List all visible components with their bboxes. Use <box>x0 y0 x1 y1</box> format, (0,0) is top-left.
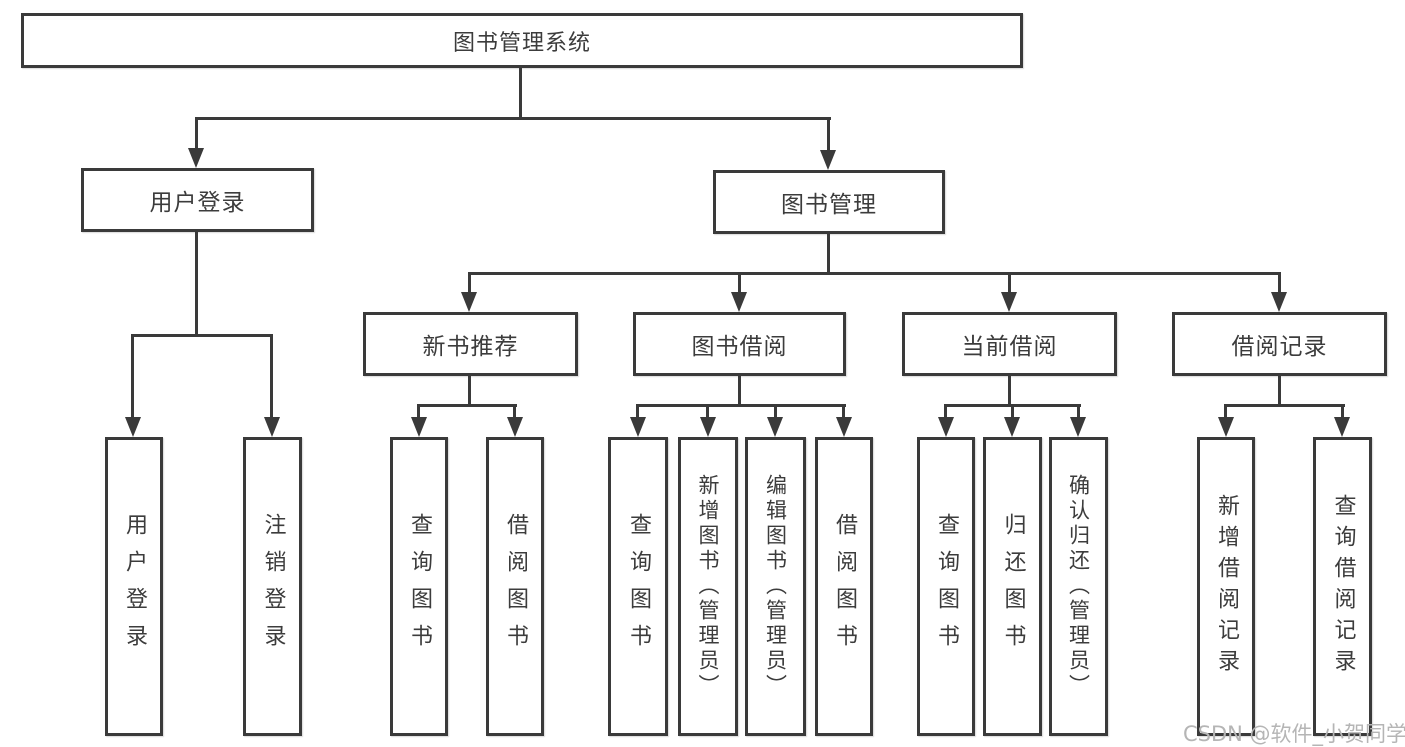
leaf-query-borrow-record: 查询借阅记录 <box>1313 437 1372 736</box>
node-library-system: 图书管理系统 <box>21 13 1023 68</box>
arrow-down-icon <box>461 292 477 312</box>
node-current-borrowing: 当前借阅 <box>902 312 1117 376</box>
leaf-query-books-recommend-label: 查询图书 <box>407 512 432 661</box>
leaf-confirm-return-admin: 确认归还（管理员） <box>1049 437 1108 736</box>
connector-line <box>468 376 471 407</box>
connector-line <box>468 272 1281 275</box>
node-book-borrowing: 图书借阅 <box>633 312 846 376</box>
arrow-down-icon <box>1218 417 1234 437</box>
leaf-query-books-recommend: 查询图书 <box>390 437 448 736</box>
arrow-down-icon <box>1001 292 1017 312</box>
leaf-borrow-books-borrowing-label: 借阅图书 <box>832 512 857 661</box>
connector-line <box>738 376 741 407</box>
connector-line <box>842 404 845 419</box>
leaf-edit-book-admin-label: 编辑图书（管理员） <box>763 474 788 699</box>
leaf-query-books-borrowing: 查询图书 <box>608 437 668 736</box>
connector-line <box>468 272 471 294</box>
connector-line <box>1224 404 1227 419</box>
arrow-down-icon <box>125 417 141 437</box>
connector-line <box>944 404 947 419</box>
leaf-add-borrow-record: 新增借阅记录 <box>1197 437 1255 736</box>
connector-line <box>827 234 830 275</box>
connector-line <box>417 404 420 419</box>
connector-line <box>1278 376 1281 407</box>
connector-line <box>131 334 134 419</box>
connector-line <box>827 117 830 152</box>
arrow-down-icon <box>1004 417 1020 437</box>
arrow-down-icon <box>411 417 427 437</box>
connector-line <box>706 404 709 419</box>
connector-line <box>1224 404 1345 407</box>
connector-line <box>1278 272 1281 294</box>
leaf-edit-book-admin: 编辑图书（管理员） <box>745 437 806 736</box>
node-borrowing-records: 借阅记录 <box>1172 312 1387 376</box>
leaf-add-book-admin: 新增图书（管理员） <box>678 437 738 736</box>
connector-line <box>417 404 517 407</box>
leaf-query-books-current: 查询图书 <box>917 437 975 736</box>
arrow-down-icon <box>188 148 204 168</box>
node-new-book-recommendation: 新书推荐 <box>363 312 578 376</box>
connector-line <box>636 404 639 419</box>
connector-line <box>1008 376 1011 407</box>
arrow-down-icon <box>820 150 836 170</box>
leaf-borrow-books-borrowing: 借阅图书 <box>815 437 873 736</box>
connector-line <box>738 272 741 294</box>
arrow-down-icon <box>767 417 783 437</box>
leaf-return-book-label: 归还图书 <box>1000 512 1026 661</box>
connector-line <box>1011 404 1014 419</box>
arrow-down-icon <box>700 417 716 437</box>
leaf-query-borrow-record-label: 查询借阅记录 <box>1330 493 1356 680</box>
arrow-down-icon <box>507 417 523 437</box>
node-user-login: 用户登录 <box>81 168 314 232</box>
connector-line <box>1341 404 1344 419</box>
leaf-logout: 注销登录 <box>243 437 302 736</box>
connector-line <box>1008 272 1011 294</box>
leaf-user-login-label: 用户登录 <box>122 512 147 661</box>
arrow-down-icon <box>1334 417 1350 437</box>
connector-line <box>1077 404 1080 419</box>
leaf-query-books-borrowing-label: 查询图书 <box>626 512 651 661</box>
leaf-borrow-books-recommend: 借阅图书 <box>486 437 544 736</box>
leaf-logout-label: 注销登录 <box>260 512 286 661</box>
connector-line <box>195 117 831 120</box>
node-book-management: 图书管理 <box>713 170 945 234</box>
connector-line <box>774 404 777 419</box>
arrow-down-icon <box>938 417 954 437</box>
arrow-down-icon <box>1271 292 1287 312</box>
leaf-return-book: 归还图书 <box>983 437 1042 736</box>
arrow-down-icon <box>1070 417 1086 437</box>
connector-line <box>270 334 273 419</box>
connector-line <box>636 404 846 407</box>
arrow-down-icon <box>731 292 747 312</box>
leaf-query-books-current-label: 查询图书 <box>934 512 959 661</box>
connector-line <box>513 404 516 419</box>
connector-line <box>195 117 198 150</box>
arrow-down-icon <box>264 417 280 437</box>
leaf-confirm-return-admin-label: 确认归还（管理员） <box>1066 474 1091 699</box>
connector-line <box>131 334 273 337</box>
connector-line <box>195 232 198 336</box>
leaf-add-borrow-record-label: 新增借阅记录 <box>1214 493 1239 680</box>
arrow-down-icon <box>836 417 852 437</box>
leaf-borrow-books-recommend-label: 借阅图书 <box>503 512 528 661</box>
arrow-down-icon <box>630 417 646 437</box>
csdn-watermark: CSDN @软件_小贺同学 <box>1183 722 1405 746</box>
leaf-add-book-admin-label: 新增图书（管理员） <box>696 474 720 699</box>
leaf-user-login: 用户登录 <box>105 437 163 736</box>
connector-line <box>519 68 522 120</box>
